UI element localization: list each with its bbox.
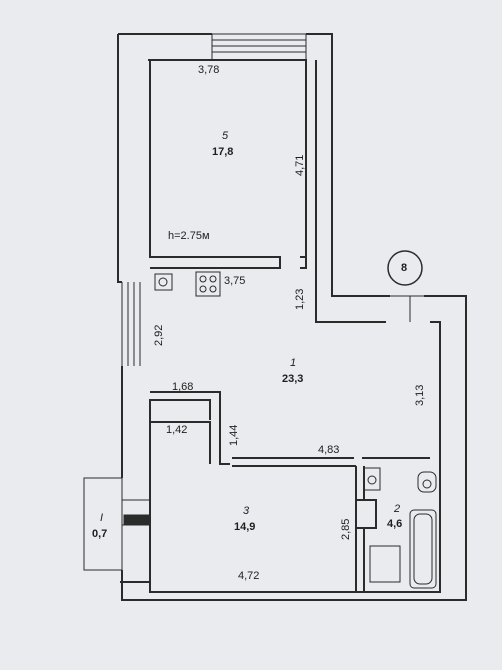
room-3-number: 3 — [243, 505, 250, 517]
riser-marker-circle — [387, 250, 423, 286]
toilet — [417, 471, 437, 493]
room-1-number: 1 — [290, 357, 297, 369]
dim-3-75: 3,75 — [224, 275, 246, 287]
door-balcony — [83, 477, 150, 571]
dim-3-78: 3,78 — [198, 64, 220, 76]
dim-4-83: 4,83 — [318, 444, 340, 456]
room-3-area: 14,9 — [234, 521, 256, 533]
outer-wall — [117, 33, 467, 601]
room-2-area: 4,6 — [387, 518, 403, 530]
partition-kitchen — [150, 256, 281, 269]
stove — [195, 271, 221, 297]
dim-1-44: 1,44 — [228, 424, 240, 446]
bathtub — [409, 509, 437, 589]
dim-2-85: 2,85 — [340, 518, 352, 540]
partition-kitchen-right — [300, 256, 307, 269]
bath-sink — [363, 467, 381, 491]
window-top — [211, 33, 307, 60]
riser-opening — [390, 295, 424, 322]
dim-4-72: 4,72 — [238, 570, 260, 582]
partition-hall-left — [150, 391, 230, 465]
dim-4-71: 4,71 — [294, 154, 306, 176]
kitchen-sink — [154, 273, 173, 291]
dim-1-23: 1,23 — [294, 288, 306, 310]
dim-1-42: 1,42 — [166, 424, 188, 436]
dim-1-68: 1,68 — [172, 381, 194, 393]
bath-column — [355, 499, 377, 529]
room-i-area: 0,7 — [92, 528, 108, 540]
room-5-area: 17,8 — [212, 146, 234, 158]
room-1-area: 23,3 — [282, 373, 304, 385]
wall-niche — [123, 514, 151, 526]
window-left — [121, 282, 141, 366]
inner-wall — [120, 59, 441, 593]
ceiling-height: h=2.75м — [168, 230, 210, 242]
riser-marker-label: 8 — [401, 262, 408, 274]
room-2-number: 2 — [394, 503, 401, 515]
shower-tray — [369, 545, 401, 583]
room-5-number: 5 — [222, 130, 229, 142]
dim-2-92: 2,92 — [153, 324, 165, 346]
partition-hall-lower — [150, 421, 211, 464]
dim-3-13: 3,13 — [414, 384, 426, 406]
room-i-number: I — [100, 512, 104, 524]
